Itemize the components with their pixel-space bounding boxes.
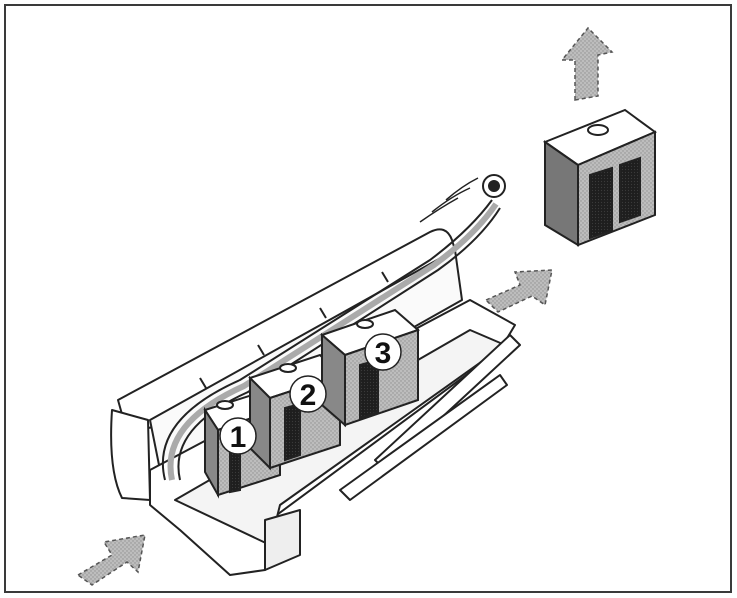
hose [161,199,501,481]
motion-lines [419,177,479,223]
svg-text:1: 1 [230,421,247,454]
airflow-arrow-icon-up [560,26,614,101]
airflow-arrow-icon-right [484,269,553,313]
svg-text:2: 2 [300,379,317,412]
removed-filter-cartridge [542,108,658,247]
svg-text:3: 3 [375,337,392,370]
label-filter-3: 3 [364,333,402,371]
airflow-arrow-icon-bottom [76,534,146,586]
label-filter-2: 2 [289,375,327,413]
label-filter-1: 1 [219,417,257,455]
hose-connector [482,174,506,198]
